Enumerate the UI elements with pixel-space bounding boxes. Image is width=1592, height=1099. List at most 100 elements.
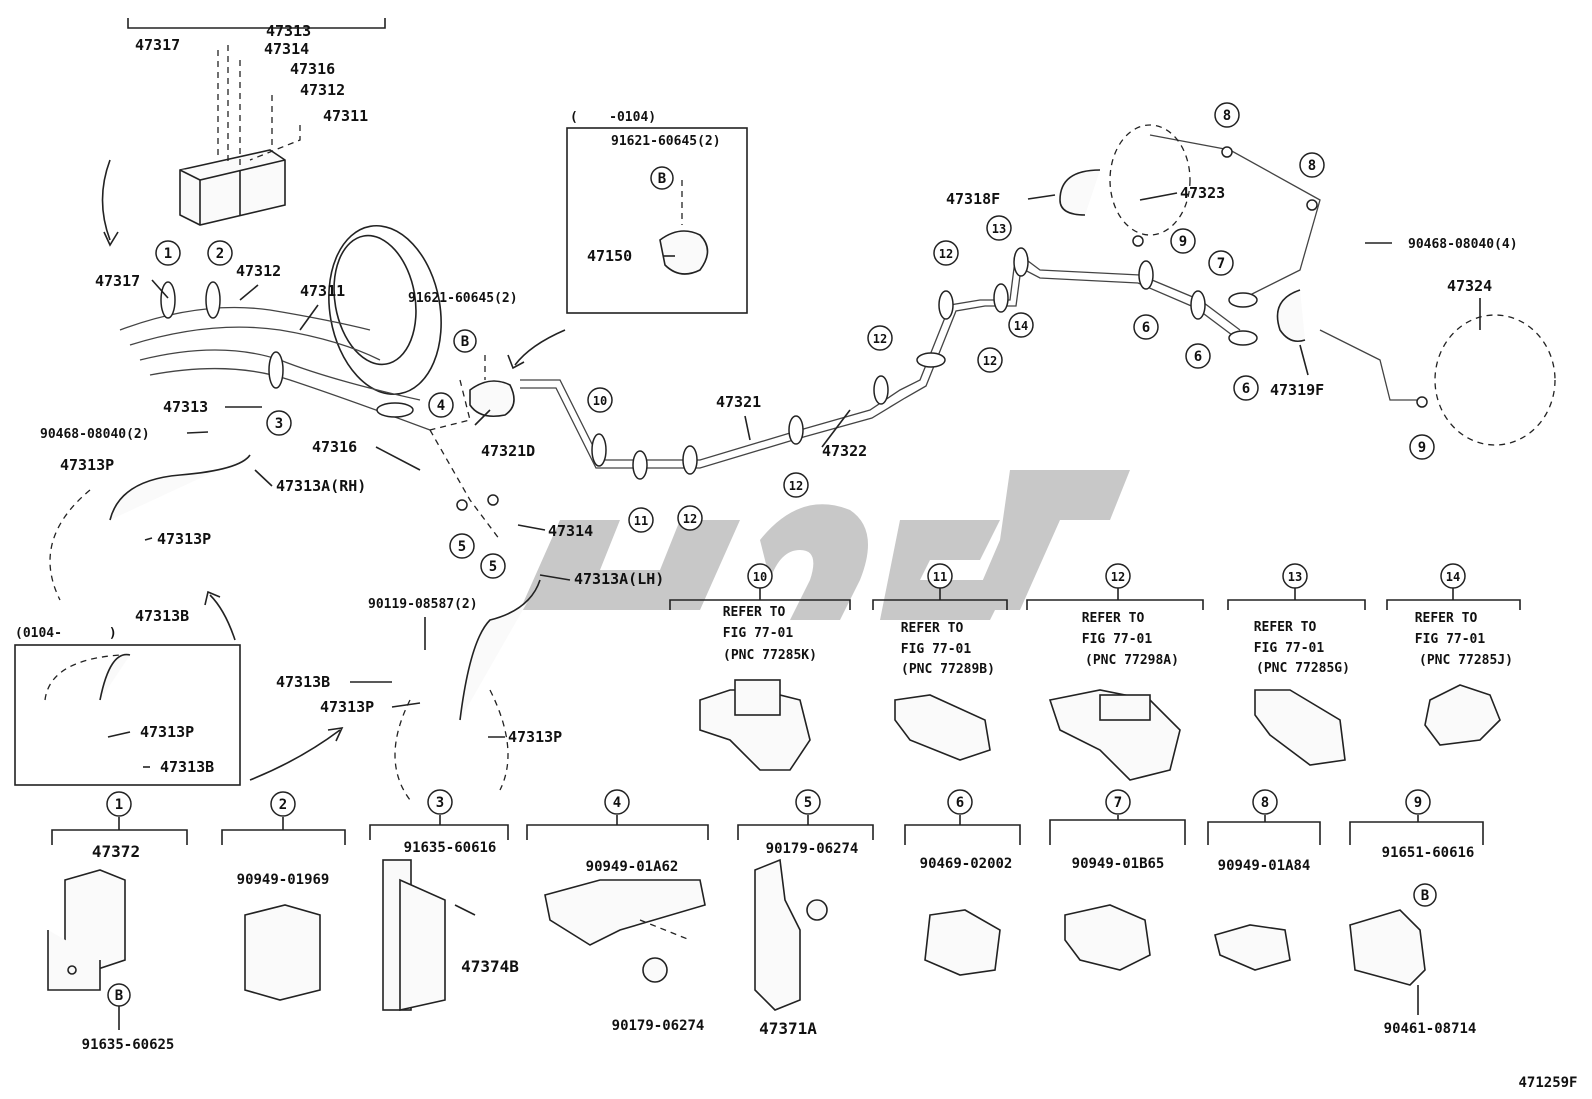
callout-6a: 6 (1142, 320, 1150, 336)
label-47313B-inset: 47313B (160, 758, 214, 776)
callout-6c: 6 (1242, 381, 1250, 397)
label-90468-08040-4: 90468-08040(4) (1408, 237, 1518, 252)
group-14-number: 14 (1446, 570, 1460, 584)
part-90179-06274-a: 90179-06274 (612, 1018, 705, 1034)
label-47313: 47313 (163, 398, 208, 416)
inset-captions: ( -0104) (0104- ) (15, 110, 656, 641)
part-91635-60616: 91635-60616 (404, 840, 497, 856)
callout-6b: 6 (1194, 349, 1202, 365)
group-11-fig: FIG 77-01 (901, 642, 972, 657)
label-47314-top: 47314 (264, 40, 309, 58)
line-clamps (160, 146, 1428, 511)
group-11-number: 11 (933, 570, 947, 584)
label-90119-08587-2: 90119-08587(2) (368, 597, 478, 612)
label-47313B-2: 47313B (276, 673, 330, 691)
part-47371A: 47371A (759, 1019, 817, 1038)
label-47316-top: 47316 (290, 60, 335, 78)
callout-12a: 12 (683, 512, 697, 526)
callout-8a: 8 (1223, 108, 1231, 124)
label-47313P-1: 47313P (60, 456, 114, 474)
group-3-number: 3 (436, 795, 444, 811)
group-10-number: 10 (753, 570, 767, 584)
group-1-number: 1 (115, 797, 123, 813)
label-91621-60645-2-a: 91621-60645(2) (408, 291, 518, 306)
callout-12d: 12 (939, 247, 953, 261)
label-47316: 47316 (312, 438, 357, 456)
valve-assembly (469, 380, 515, 418)
part-90949-01A62: 90949-01A62 (586, 859, 679, 875)
label-47313P-3: 47313P (320, 698, 374, 716)
callout-8b: 8 (1308, 158, 1316, 174)
group-6-number: 6 (956, 795, 964, 811)
callout-4: 4 (437, 398, 445, 414)
detail-group-brackets (669, 588, 1521, 610)
circle-letter-b-3: B (115, 988, 123, 1004)
front-wheel-arc-lh (394, 699, 411, 801)
front-wheel-arc-rh (49, 489, 91, 601)
group-7-number: 7 (1114, 795, 1122, 811)
label-47322: 47322 (822, 442, 867, 460)
group-12-number: 12 (1111, 570, 1125, 584)
group-14-refer: REFER TO (1415, 611, 1478, 626)
part-90469-02002: 90469-02002 (920, 856, 1013, 872)
group-13-number: 13 (1288, 570, 1302, 584)
group-4-number: 4 (613, 795, 621, 811)
part-90949-01969: 90949-01969 (237, 872, 330, 888)
label-47321D: 47321D (481, 442, 535, 460)
callout-12c: 12 (873, 332, 887, 346)
group-10-pnc: (PNC 77285K) (723, 648, 817, 663)
label-47311-top: 47311 (323, 107, 368, 125)
callout-12b: 12 (789, 479, 803, 493)
callout-9a: 9 (1179, 234, 1187, 250)
label-91621-60645-2-b: 91621-60645(2) (611, 134, 721, 149)
group-12-pnc: (PNC 77298A) (1085, 653, 1179, 668)
label-47324: 47324 (1447, 277, 1492, 295)
part-91651-60616: 91651-60616 (1382, 845, 1475, 861)
brake-lines (429, 134, 1420, 541)
arrow-to-valve (514, 329, 566, 366)
label-47313B-1: 47313B (135, 607, 189, 625)
part-90461-08714: 90461-08714 (1384, 1021, 1477, 1037)
arrow-to-rh-hose (209, 594, 236, 641)
callout-5a: 5 (458, 539, 466, 555)
callout-1: 1 (164, 246, 172, 262)
part-90179-06274-b: 90179-06274 (766, 841, 859, 857)
part-90949-01A84: 90949-01A84 (1218, 858, 1311, 874)
callout-3: 3 (275, 416, 283, 432)
arrow-to-lh-hose (249, 729, 341, 781)
circle-letter-b-2: B (658, 171, 666, 187)
rear-wheel-outline-upper (1109, 124, 1191, 236)
callout-numbers: 1 2 3 4 5 5 10 11 12 12 12 12 12 13 14 6… (115, 108, 1460, 1004)
bottom-group-text: 47372 91635-60625 90949-01969 91635-6061… (82, 840, 1477, 1053)
group-13-pnc: (PNC 77285G) (1256, 661, 1350, 676)
callout-14: 14 (1014, 319, 1028, 333)
label-47317-top: 47317 (135, 36, 180, 54)
callout-2: 2 (216, 246, 224, 262)
part-47372: 47372 (92, 842, 140, 861)
group-9-number: 9 (1414, 795, 1422, 811)
label-47313P-inset: 47313P (140, 723, 194, 741)
label-47314: 47314 (548, 522, 593, 540)
rear-wheel-outline (1434, 314, 1556, 446)
callout-11: 11 (634, 514, 648, 528)
label-47313A-LH: 47313A(LH) (574, 570, 664, 588)
inset-caption-upper: ( -0104) (570, 110, 656, 125)
label-47323: 47323 (1180, 184, 1225, 202)
group-5-number: 5 (804, 795, 812, 811)
label-47313P-2: 47313P (157, 530, 211, 548)
label-47313-top: 47313 (266, 22, 311, 40)
callout-7: 7 (1217, 256, 1225, 272)
callout-circles (106, 102, 1466, 1007)
callout-10: 10 (593, 394, 607, 408)
watermark (520, 470, 1130, 620)
part-number-labels: 47313 47317 47314 47316 47312 47311 4731… (40, 22, 1518, 776)
label-47313P-4: 47313P (508, 728, 562, 746)
abs-actuator (101, 18, 386, 247)
inset-box-lower (14, 644, 241, 786)
inset-wheel-arc (44, 654, 121, 701)
inset-box-upper (566, 127, 748, 314)
detail-group-text: REFER TO FIG 77-01 (PNC 77285K) REFER TO… (723, 605, 1513, 677)
group-11-refer: REFER TO (901, 621, 964, 636)
callout-13: 13 (992, 222, 1006, 236)
